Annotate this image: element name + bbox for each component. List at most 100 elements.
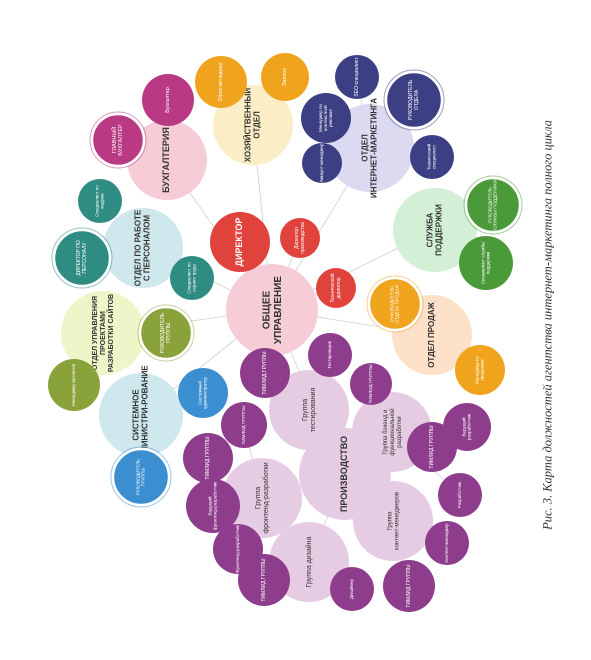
node-office-manager: Офис-менеджер (195, 56, 247, 108)
node-sysadmin-head: РУКОВОДИТЕЛЬГРУППЫ (110, 446, 172, 508)
node-ring-sysadmin-head (110, 446, 172, 508)
node-label-content-lead: ТИМЛИД ГРУППЫ (406, 564, 412, 608)
node-label-household: ХОЗЯЙСТВЕННЫЙОТДЕЛ (244, 88, 262, 163)
node-testing-lead: ТИМЛИД ГРУППЫ (240, 348, 290, 398)
node-context-manager: Менеджер поконтекстнойрекламе (301, 93, 351, 143)
node-sysadmin-specialist: Системныйадминистратор (178, 368, 228, 418)
node-label-production: ПРОИЗВОДСТВО (339, 436, 349, 512)
node-label-support: СЛУЖБАПОДДЕРЖКИ (426, 204, 444, 256)
node-circle-caretaker (261, 53, 309, 101)
node-pm-head: РУКОВОДИТЕЛЬГРУППЫ (137, 304, 195, 362)
node-label-dir-production: Директорпроизводства (294, 222, 306, 254)
node-label-tester: Тестировщик (327, 341, 332, 368)
node-seo: SEO-специалист (335, 55, 379, 99)
node-circle-sales-head (367, 276, 423, 332)
node-project-manager: Менеджер проектов (48, 359, 100, 411)
node-circle-sysadmin-specialist (178, 368, 228, 418)
node-circle-general (226, 264, 318, 356)
node-circle-content (353, 481, 433, 561)
node-circle-tester (308, 333, 352, 377)
node-label-support-head: РУКОВОДИТЕЛЬСЛУЖБЫ ПОДДЕРЖКИ (488, 180, 498, 230)
node-testing: Группатестирования (269, 370, 349, 450)
node-content-manager: Контент-менеджер (425, 521, 469, 565)
node-circle-testing (269, 370, 349, 450)
node-label-developer: Разработчик (457, 482, 462, 508)
node-label-account-manager: Аккаунт-менеджер (319, 143, 324, 182)
node-chief-accountant: ГЛАВНЫЙБУХГАЛТЕР (89, 111, 147, 169)
node-labor-specialist: Специалист поохране труда (170, 256, 214, 300)
node-label-accountant: Бухгалтер (165, 87, 171, 113)
node-label-sales-manager: Менеджер попродажам (475, 355, 485, 384)
node-circle-frontend (222, 458, 302, 538)
node-design-lead: ТИМЛИД ГРУППЫ (238, 554, 290, 606)
node-circle-hr-director (52, 228, 112, 288)
node-frontend: Группафронтенд-разработки (222, 458, 302, 538)
node-tech-specialist: Техническийспециалист (410, 135, 454, 179)
node-account-manager: Аккаунт-менеджер (302, 143, 342, 183)
node-label-accounting: БУХГАЛТЕРИЯ (161, 127, 171, 193)
node-sales-manager: Менеджер попродажам (455, 345, 505, 395)
node-circle-testing-lead (240, 348, 290, 398)
node-label-pm: ОТДЕЛ УПРАВЛЕНИЯПРОЕКТАМИРАЗРАБОТКИ САЙТ… (92, 294, 115, 372)
node-ring-marketing-head (383, 69, 445, 131)
node-label-testing: Группатестирования (302, 388, 317, 433)
node-circle-frontend-senior (186, 479, 240, 533)
node-circle-office-manager (195, 56, 247, 108)
node-frontend-lead-b: ТИМЛИД ГРУППЫ (183, 433, 233, 483)
node-tech-director: Техническийдиректор (316, 268, 356, 308)
node-circle-designer (330, 567, 374, 611)
node-label-backend-lead2: ТИМЛИД ГРУППЫ (429, 425, 435, 469)
node-label-recruiter: Специалист покадрам (95, 185, 105, 217)
node-circle-frontend-lead-a (221, 402, 267, 448)
node-circle-marketing-head (384, 70, 444, 130)
node-label-context-manager: Менеджер поконтекстнойрекламе (318, 103, 333, 132)
node-circle-backend-lead2 (407, 422, 457, 472)
node-label-seo: SEO-специалист (354, 57, 360, 97)
node-label-sysadmin: СИСТЕМНОЕАДМИНИСТРИ-РОВАНИЕ (132, 365, 150, 465)
node-hr: ОТДЕЛ ПО РАБОТЕС ПЕРСОНАЛОМ (103, 208, 183, 288)
node-circle-labor-specialist (170, 256, 214, 300)
node-label-content: Группаконтент-менеджеров (387, 492, 400, 550)
node-label-hr-director: ДИРЕКТОР ПОПЕРСОНАЛУ (76, 240, 88, 276)
node-circle-tech-specialist (410, 135, 454, 179)
node-label-office-manager: Офис-менеджер (218, 63, 224, 102)
node-label-backend: Группа бэкенд ифункциональнойразработки (383, 408, 403, 455)
node-marketing-head: РУКОВОДИТЕЛЬОТДЕЛА (383, 69, 445, 131)
node-circle-accounting (127, 120, 207, 200)
node-circle-sales-manager (455, 345, 505, 395)
node-ring-sales-head (366, 275, 424, 333)
node-ring-hr-director (51, 227, 113, 289)
node-label-director: ДИРЕКТОР (234, 218, 244, 267)
node-circle-developer (438, 473, 482, 517)
node-support-head: РУКОВОДИТЕЛЬСЛУЖБЫ ПОДДЕРЖКИ (463, 175, 523, 235)
node-content-lead: ТИМЛИД ГРУППЫ (383, 560, 435, 612)
node-tester: Тестировщик (308, 333, 352, 377)
node-label-frontend-senior: Ведущийфронтенд-разработчик (207, 482, 218, 530)
node-circle-context-manager (301, 93, 351, 143)
node-label-sales-head: РУКОВОДИТЕЛЬОТДЕЛА ПРОДАЖ (390, 284, 400, 324)
node-recruiter: Специалист покадрам (78, 179, 122, 223)
node-label-labor-specialist: Специалист поохране труда (187, 262, 197, 294)
node-content: Группаконтент-менеджеров (353, 481, 433, 561)
node-circle-design-lead (238, 554, 290, 606)
node-label-sysadmin-head: РУКОВОДИТЕЛЬГРУППЫ (136, 459, 146, 495)
node-label-sales: ОТДЕЛ ПРОДАЖ (427, 301, 436, 367)
node-label-marketing: ОТДЕЛИНТЕРНЕТ-МАРКЕТИНГА (361, 98, 379, 198)
node-label-project-manager: Менеджер проектов (71, 363, 76, 406)
node-backend-lead: ТИМЛИД ГРУППЫ (350, 363, 392, 405)
node-label-chief-accountant: ГЛАВНЫЙБУХГАЛТЕР (110, 124, 124, 156)
node-circle-support (393, 188, 477, 272)
node-label-pm-head: РУКОВОДИТЕЛЬГРУППЫ (160, 312, 172, 353)
node-circle-hr (103, 208, 183, 288)
node-accountant: Бухгалтер (142, 74, 194, 126)
node-label-frontend-lead-a: ТИМЛИД ГРУППЫ (241, 406, 246, 445)
node-frontend-senior: Ведущийфронтенд-разработчик (186, 479, 240, 533)
node-circle-content-lead (383, 560, 435, 612)
node-circle-chief-accountant (90, 112, 146, 168)
node-circle-pm (61, 291, 145, 375)
node-support-specialist: Специалист службыподдержки (459, 236, 513, 290)
node-developer: Разработчик (438, 473, 482, 517)
node-label-general: ОБЩЕЕУПРАВЛЕНИЕ (261, 276, 284, 344)
node-label-backend-lead: ТИМЛИД ГРУППЫ (368, 365, 373, 404)
